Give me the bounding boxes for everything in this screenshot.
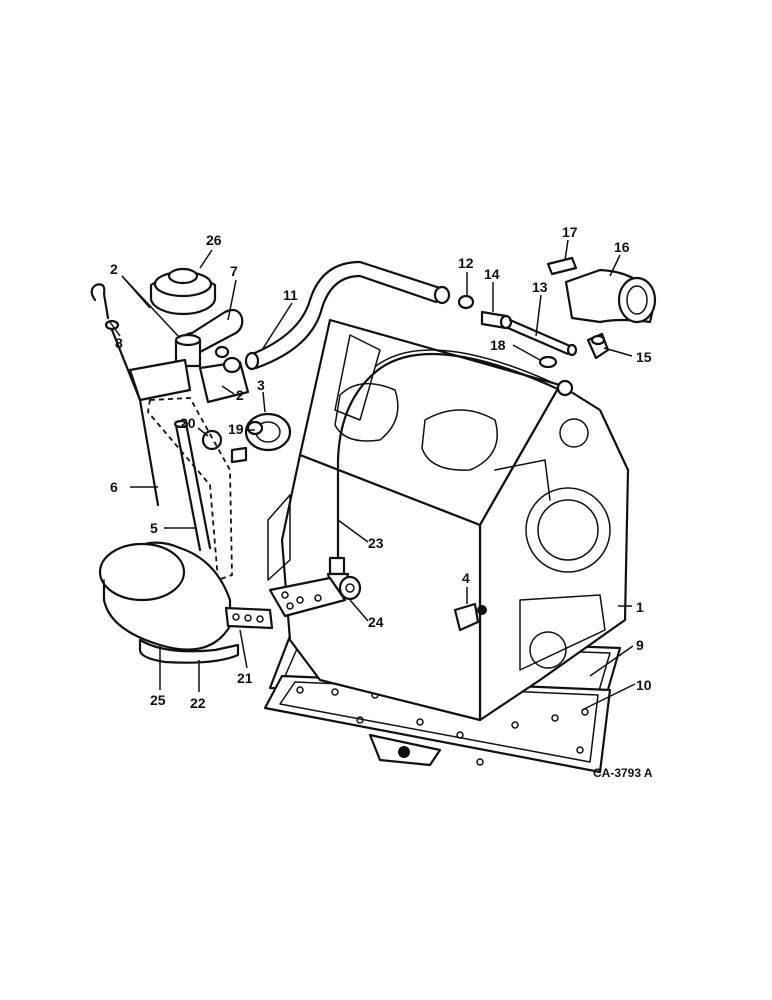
callout-8: 8 xyxy=(115,335,123,351)
callout-21: 21 xyxy=(237,670,253,686)
callout-20: 20 xyxy=(180,415,196,431)
callout-5: 5 xyxy=(150,520,158,536)
callout-26: 26 xyxy=(206,232,222,248)
callout-3: 3 xyxy=(257,377,265,393)
callout-16: 16 xyxy=(614,239,630,255)
callout-labels: 26 2 7 8 2 11 3 19 20 6 5 12 14 13 17 16… xyxy=(110,224,652,711)
callout-18: 18 xyxy=(490,337,506,353)
fitting-24 xyxy=(268,575,362,618)
plug-18 xyxy=(538,355,558,369)
callout-23: 23 xyxy=(368,535,384,551)
callout-9: 9 xyxy=(636,637,644,653)
grommet-19 xyxy=(246,420,264,436)
callout-14: 14 xyxy=(484,266,500,282)
oil-line-23 xyxy=(326,349,574,592)
callout-4: 4 xyxy=(462,570,470,586)
callout-17: 17 xyxy=(562,224,578,240)
filler-cap-26 xyxy=(149,267,217,316)
leader-lines xyxy=(109,239,636,711)
clip-17 xyxy=(546,256,578,276)
callout-1: 1 xyxy=(636,599,644,615)
callout-12: 12 xyxy=(458,255,474,271)
figure-code: CA-3793 A xyxy=(593,766,653,780)
filter-adaptor-22 xyxy=(138,638,240,664)
callout-13: 13 xyxy=(532,279,548,295)
callout-19: 19 xyxy=(228,421,244,437)
callout-10: 10 xyxy=(636,677,652,693)
pan-bottom xyxy=(368,733,442,767)
callout-24: 24 xyxy=(368,614,384,630)
elbow-hose-16 xyxy=(564,268,657,324)
elbow-15 xyxy=(586,332,610,360)
callout-7: 7 xyxy=(230,263,238,279)
tube-13 xyxy=(506,318,578,357)
clutch-housing-1 xyxy=(267,318,630,722)
clamp-12 xyxy=(457,294,475,310)
callout-11: 11 xyxy=(283,287,298,303)
gasket-21 xyxy=(224,606,274,630)
oil-filter-25 xyxy=(98,541,232,651)
fitting-2 xyxy=(214,345,242,374)
callout-6: 6 xyxy=(110,479,118,495)
callout-25: 25 xyxy=(150,692,166,708)
callout-2-top: 2 xyxy=(110,261,118,277)
bracket-2 xyxy=(128,358,192,402)
callout-15: 15 xyxy=(636,349,652,365)
fitting-14 xyxy=(480,310,513,330)
dipstick-tube-6 xyxy=(147,397,233,582)
hose-11 xyxy=(244,260,451,371)
drain-plug-4 xyxy=(453,602,487,632)
callout-22: 22 xyxy=(190,695,206,711)
callout-2-right: 2 xyxy=(236,387,244,403)
tube-5 xyxy=(173,419,212,552)
